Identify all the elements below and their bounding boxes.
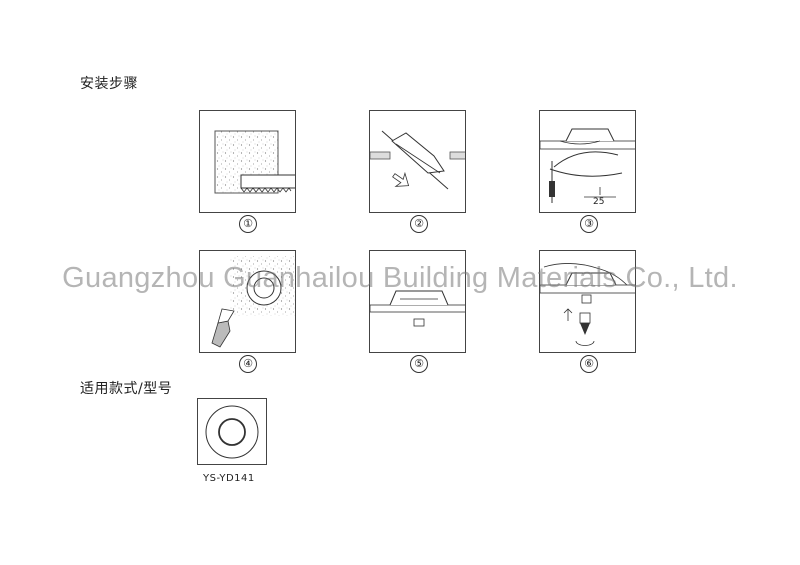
step-6-number: ⑥	[580, 355, 598, 373]
step-6-illustration	[540, 263, 635, 346]
section-heading-install-steps: 安装步骤	[80, 76, 138, 92]
step-4-illustration	[211, 256, 295, 348]
step-2-panel	[369, 110, 466, 213]
step-5-number: ⑤	[410, 355, 428, 373]
step-3-illustration	[540, 128, 635, 203]
model-code: YS-YD141	[203, 473, 255, 484]
step-3-panel: 25	[539, 110, 636, 213]
step-2-number: ②	[410, 215, 428, 233]
step-4-panel	[199, 250, 296, 353]
step-5-panel	[369, 250, 466, 353]
step-1-panel	[199, 110, 296, 213]
step-3-depth-label: 25	[593, 197, 605, 207]
step-3-number: ③	[580, 215, 598, 233]
step-1-illustration	[214, 130, 295, 194]
model-thumbnail	[197, 398, 267, 465]
step-4-number: ④	[239, 355, 257, 373]
section-heading-applicable-models: 适用款式/型号	[80, 381, 173, 397]
downlight-ring-icon	[205, 405, 259, 459]
step-2-illustration	[370, 130, 465, 190]
step-1-number: ①	[239, 215, 257, 233]
step-6-panel	[539, 250, 636, 353]
step-5-illustration	[370, 290, 465, 327]
